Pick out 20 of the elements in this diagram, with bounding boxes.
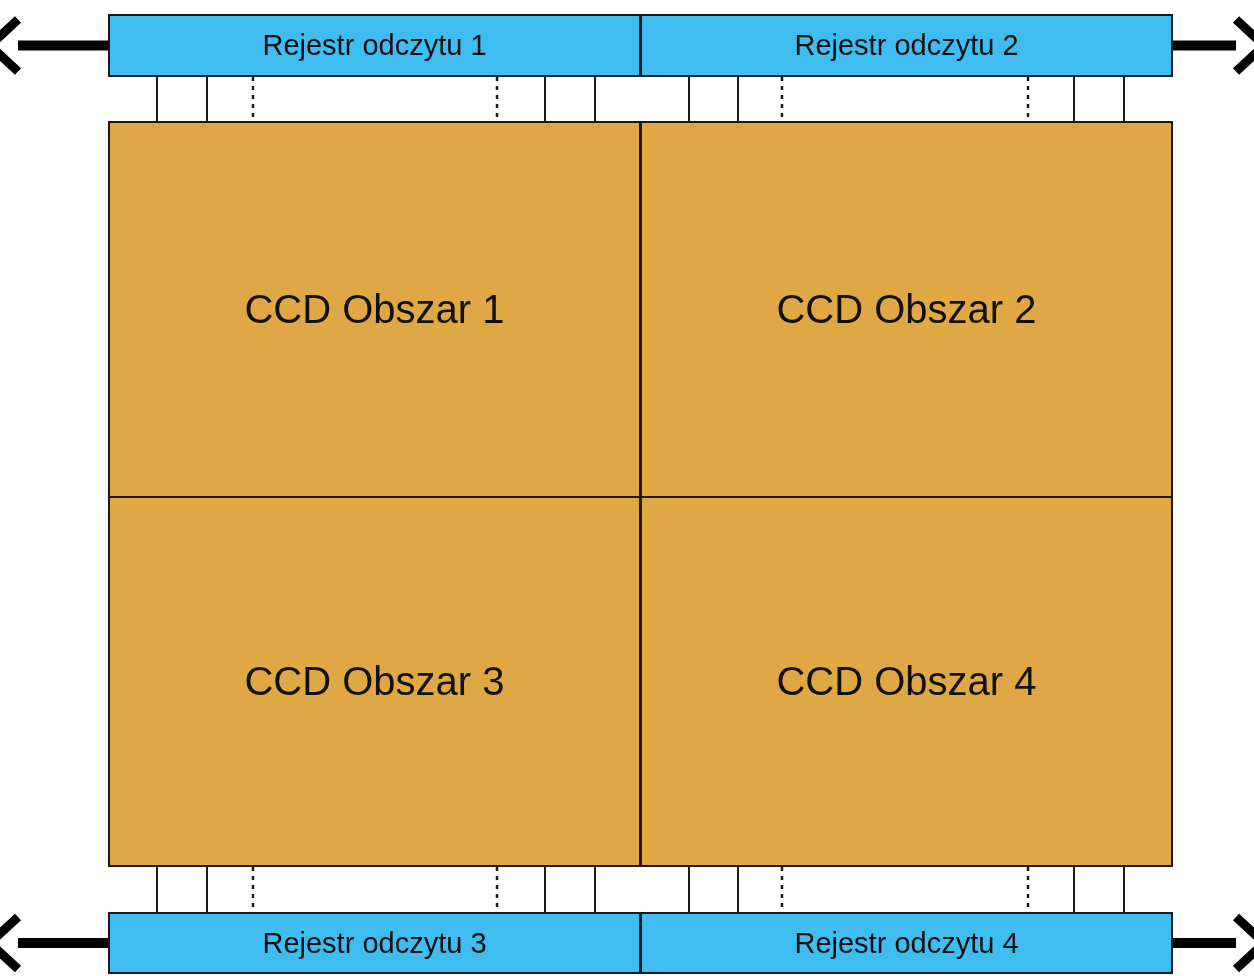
area-label: CCD Obszar 1 [244,287,505,332]
readout-arrow [0,15,108,76]
area-label: Rejestr odczytu 3 [262,926,487,960]
ccd-area-box [640,121,1173,498]
area-label: Rejestr odczytu 2 [794,29,1019,62]
readout-arrow [1173,15,1254,76]
ccd-area-box [640,496,1173,867]
register-box [108,912,641,974]
readout-arrow [1173,912,1254,974]
register-box [640,14,1173,77]
area-label: CCD Obszar 2 [776,287,1037,332]
area-label: CCD Obszar 4 [776,659,1037,704]
ccd-area-box [108,496,641,867]
area-label: Rejestr odczytu 4 [794,926,1019,960]
readout-arrow [0,912,108,974]
area-label: Rejestr odczytu 1 [262,29,487,62]
ccd-area-box [108,121,641,498]
register-box [640,912,1173,974]
register-box [108,14,641,77]
area-label: CCD Obszar 3 [244,659,505,704]
